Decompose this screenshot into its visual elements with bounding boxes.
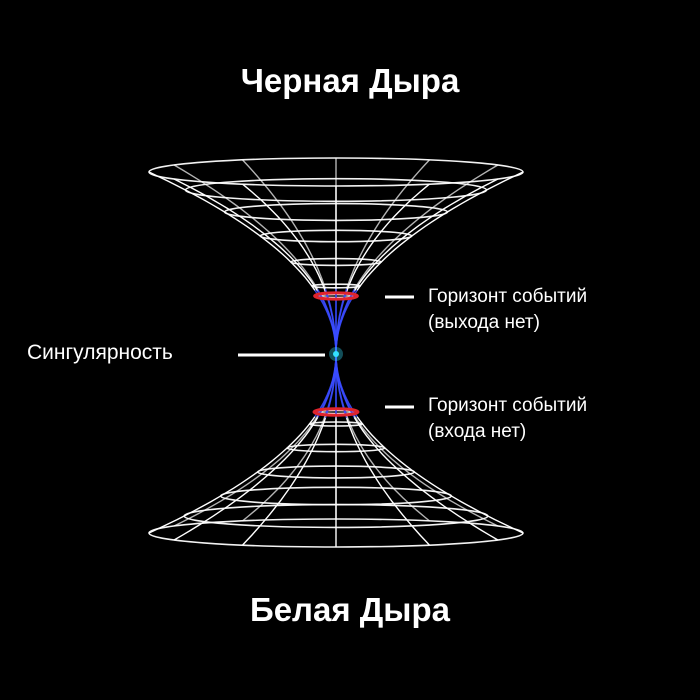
- label-pointers: [238, 297, 414, 407]
- singularity-label: Сингулярность: [27, 340, 173, 366]
- event-horizon-upper-line1: Горизонт событий: [428, 284, 587, 310]
- event-horizon-lower-label: Горизонт событий (входа нет): [428, 393, 587, 445]
- event-horizon-upper-label: Горизонт событий (выхода нет): [428, 284, 587, 336]
- event-horizon-lower-line2: (входа нет): [428, 419, 587, 445]
- event-horizon-upper-line2: (выхода нет): [428, 310, 587, 336]
- white-hole-title: Белая Дыра: [0, 591, 700, 629]
- event-horizon-lower-line1: Горизонт событий: [428, 393, 587, 419]
- singularity-point: [333, 351, 339, 357]
